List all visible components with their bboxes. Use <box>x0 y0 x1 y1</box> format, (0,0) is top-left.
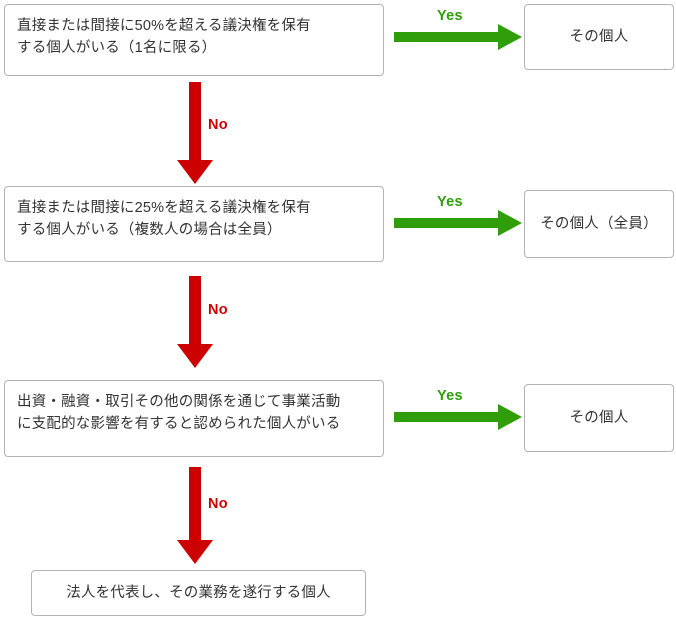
result-box-2-text: その個人（全員） <box>540 215 658 232</box>
terminal-box-text: 法人を代表し、その業務を遂行する個人 <box>66 584 331 601</box>
result-box-3: その個人 <box>524 384 674 452</box>
decision-box-3-text: 出資・融資・取引その他の関係を通じて事業活動 に支配的な影響を有すると認められた… <box>17 394 341 433</box>
result-box-3-text: その個人 <box>569 409 629 426</box>
arrow-yes-3 <box>394 404 522 430</box>
decision-box-2: 直接または間接に25%を超える議決権を保有 する個人がいる（複数人の場合は全員） <box>4 186 384 262</box>
decision-box-1-text: 直接または間接に50%を超える議決権を保有 する個人がいる（1名に限る） <box>17 18 311 57</box>
result-box-1: その個人 <box>524 4 674 70</box>
arrow-no-3 <box>177 467 213 564</box>
edge-label-yes-1: Yes <box>437 8 463 24</box>
arrow-yes-1 <box>394 24 522 50</box>
result-box-2: その個人（全員） <box>524 190 674 258</box>
terminal-box: 法人を代表し、その業務を遂行する個人 <box>31 570 366 616</box>
result-box-1-text: その個人 <box>569 28 629 45</box>
decision-box-2-text: 直接または間接に25%を超える議決権を保有 する個人がいる（複数人の場合は全員） <box>17 200 311 239</box>
edge-label-yes-3: Yes <box>437 388 463 404</box>
edge-label-no-3: No <box>208 496 228 512</box>
decision-box-3: 出資・融資・取引その他の関係を通じて事業活動 に支配的な影響を有すると認められた… <box>4 380 384 457</box>
arrow-yes-2 <box>394 210 522 236</box>
edge-label-yes-2: Yes <box>437 194 463 210</box>
arrow-no-1 <box>177 82 213 184</box>
edge-label-no-2: No <box>208 302 228 318</box>
arrow-no-2 <box>177 276 213 368</box>
decision-box-1: 直接または間接に50%を超える議決権を保有 する個人がいる（1名に限る） <box>4 4 384 76</box>
edge-label-no-1: No <box>208 117 228 133</box>
